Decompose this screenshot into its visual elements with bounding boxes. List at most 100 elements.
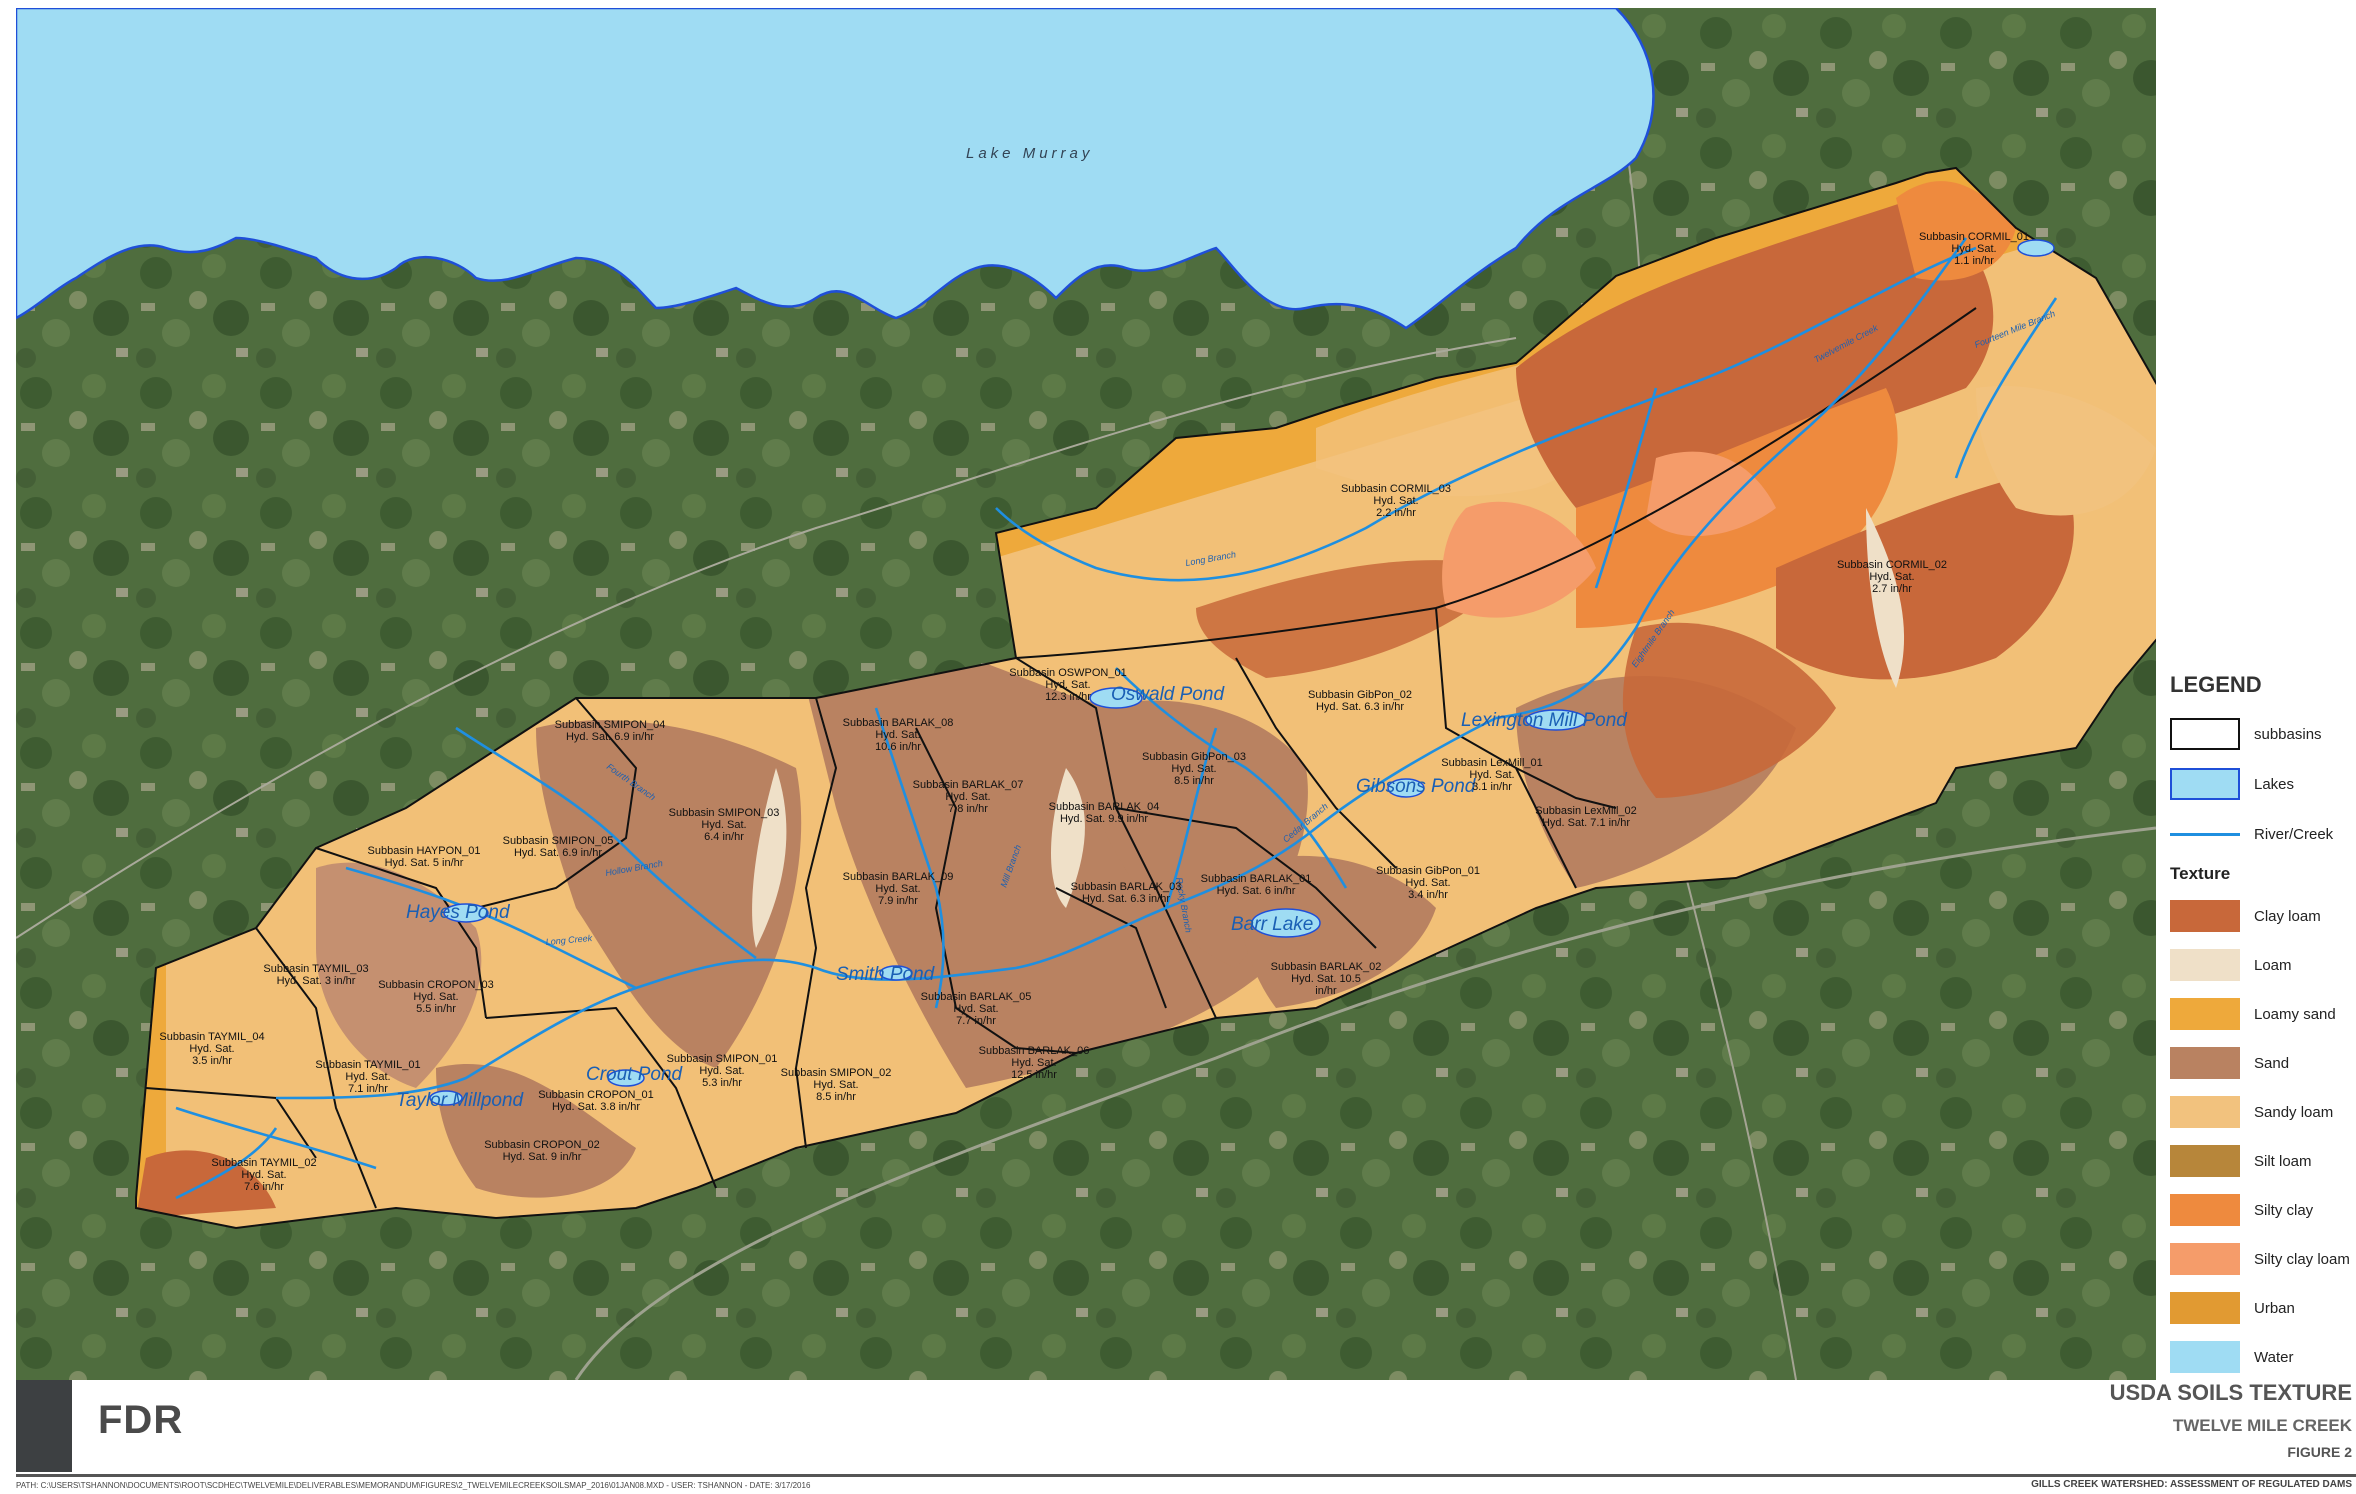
subbasin-name: Subbasin CORMIL_03 — [1341, 483, 1451, 495]
subbasin-name: Subbasin SMIPON_04 — [555, 719, 666, 731]
subbasin-hyd: Hyd. Sat. — [1373, 495, 1418, 507]
map-canvas[interactable]: Lake Murray Oswald Pond Lexington Mill P… — [16, 8, 2156, 1380]
legend-swatch — [2170, 1145, 2240, 1177]
subbasin-rate: 3.4 in/hr — [1408, 889, 1448, 901]
legend-item-sand: Sand — [2170, 1047, 2356, 1081]
legend-item-clay-loam: Clay loam — [2170, 900, 2356, 934]
subbasin-hyd: Hyd. Sat. — [1011, 1057, 1056, 1069]
legend-label: Sand — [2254, 1055, 2290, 1072]
subbasin-hyd: Hyd. Sat. 3 in/hr — [277, 975, 356, 987]
map-frame[interactable]: Lake Murray Oswald Pond Lexington Mill P… — [16, 8, 2156, 1380]
legend-item-loam: Loam — [2170, 949, 2356, 983]
subbasin-name: Subbasin GibPon_01 — [1376, 865, 1480, 877]
legend-item-silt-loam: Silt loam — [2170, 1145, 2356, 1179]
subbasin-hyd: Hyd. Sat. 6.9 in/hr — [566, 731, 654, 743]
subbasin-name: Subbasin CROPON_01 — [538, 1089, 654, 1101]
legend-swatch — [2170, 1341, 2240, 1373]
subbasin-hyd: Hyd. Sat. — [1951, 243, 1996, 255]
subbasin-rate: 7.8 in/hr — [948, 803, 988, 815]
oswald-pond-label: Oswald Pond — [1111, 684, 1225, 705]
legend-swatch — [2170, 998, 2240, 1030]
subbasin-name: Subbasin TAYMIL_03 — [263, 963, 368, 975]
subbasin-rate: 1.1 in/hr — [1954, 255, 1994, 267]
subbasin-hyd: Hyd. Sat. — [699, 1065, 744, 1077]
subbasin-name: Subbasin OSWPON_01 — [1009, 667, 1126, 679]
subbasin-hyd: Hyd. Sat. — [945, 791, 990, 803]
subbasin-rate: 8.5 in/hr — [816, 1091, 856, 1103]
barr-lake-label: Barr Lake — [1231, 914, 1313, 935]
legend-item-water: Water — [2170, 1341, 2356, 1375]
subbasin-name: Subbasin CORMIL_01 — [1919, 231, 2029, 243]
subbasin-hyd: Hyd. Sat. — [953, 1003, 998, 1015]
subbasin-name: Subbasin BARLAK_08 — [843, 717, 954, 729]
figure-subtitle: TWELVE MILE CREEK — [2172, 1416, 2352, 1435]
legend-line — [2170, 833, 2240, 836]
subbasin-rate: 2.7 in/hr — [1872, 583, 1912, 595]
subbasin-hyd: Hyd. Sat. — [1045, 679, 1090, 691]
subbasin-hyd: Hyd. Sat. 7.1 in/hr — [1542, 817, 1630, 829]
texture-heading: Texture — [2170, 864, 2231, 883]
subbasin-hyd: Hyd. Sat. 3.8 in/hr — [552, 1101, 640, 1113]
subbasin-hyd: Hyd. Sat. — [345, 1071, 390, 1083]
legend-label: Lakes — [2254, 776, 2295, 793]
legend-swatch — [2170, 1292, 2240, 1324]
subbasin-name: Subbasin BARLAK_09 — [843, 871, 954, 883]
file-path-note: PATH: C:\USERS\TSHANNON\DOCUMENTS\ROOT\S… — [16, 1481, 811, 1490]
title-block-bar — [16, 1380, 72, 1472]
subbasin-rate: 7.1 in/hr — [348, 1083, 388, 1095]
legend-swatch — [2170, 718, 2240, 750]
legend-label: subbasins — [2254, 726, 2322, 743]
gibsons-pond-label: Gibsons Pond — [1356, 776, 1477, 797]
subbasin-hyd: Hyd. Sat. — [1171, 763, 1216, 775]
subbasin-boundaries — [135, 167, 2156, 1229]
subbasin-rate: 6.4 in/hr — [704, 831, 744, 843]
figure-number: FIGURE 2 — [2287, 1444, 2352, 1460]
subbasin-hyd: Hyd. Sat. 6 in/hr — [1217, 885, 1296, 897]
subbasin-name: Subbasin BARLAK_01 — [1201, 873, 1312, 885]
subbasin-rate: 8.5 in/hr — [1174, 775, 1214, 787]
subbasin-hyd: Hyd. Sat. — [189, 1043, 234, 1055]
legend-swatch — [2170, 900, 2240, 932]
lake-murray — [16, 8, 1655, 330]
subbasin-name: Subbasin SMIPON_03 — [669, 807, 780, 819]
legend-label: Loam — [2254, 957, 2292, 974]
subbasin-rate: in/hr — [1315, 985, 1337, 997]
subbasin-name: Subbasin CORMIL_02 — [1837, 559, 1947, 571]
hdr-logo: FDR — [98, 1398, 184, 1442]
subbasin-name: Subbasin TAYMIL_01 — [315, 1059, 420, 1071]
subbasin-rate: 7.9 in/hr — [878, 895, 918, 907]
subbasin-name: Subbasin BARLAK_03 — [1071, 881, 1182, 893]
rivers-creeks — [175, 237, 2058, 1200]
legend-swatch — [2170, 1047, 2240, 1079]
ponds — [429, 239, 2055, 1106]
subbasin-rate: 7.6 in/hr — [244, 1181, 284, 1193]
crout-pond-label: Crout Pond — [586, 1064, 684, 1085]
subbasin-name: Subbasin BARLAK_07 — [913, 779, 1024, 791]
subbasin-rate: 12.3 in/hr — [1045, 691, 1091, 703]
legend-label: Silty clay loam — [2254, 1251, 2350, 1268]
legend-item-subbasins: subbasins — [2170, 718, 2356, 752]
smith-pond-label: Smith Pond — [836, 964, 936, 985]
road — [16, 337, 1517, 939]
legend-item-sandy-loam: Sandy loam — [2170, 1096, 2356, 1130]
legend-label: Silt loam — [2254, 1153, 2312, 1170]
hayes-pond-label: Hayes Pond — [406, 902, 511, 923]
subbasin-name: Subbasin SMIPON_02 — [781, 1067, 892, 1079]
subbasin-rate: 10.6 in/hr — [875, 741, 921, 753]
